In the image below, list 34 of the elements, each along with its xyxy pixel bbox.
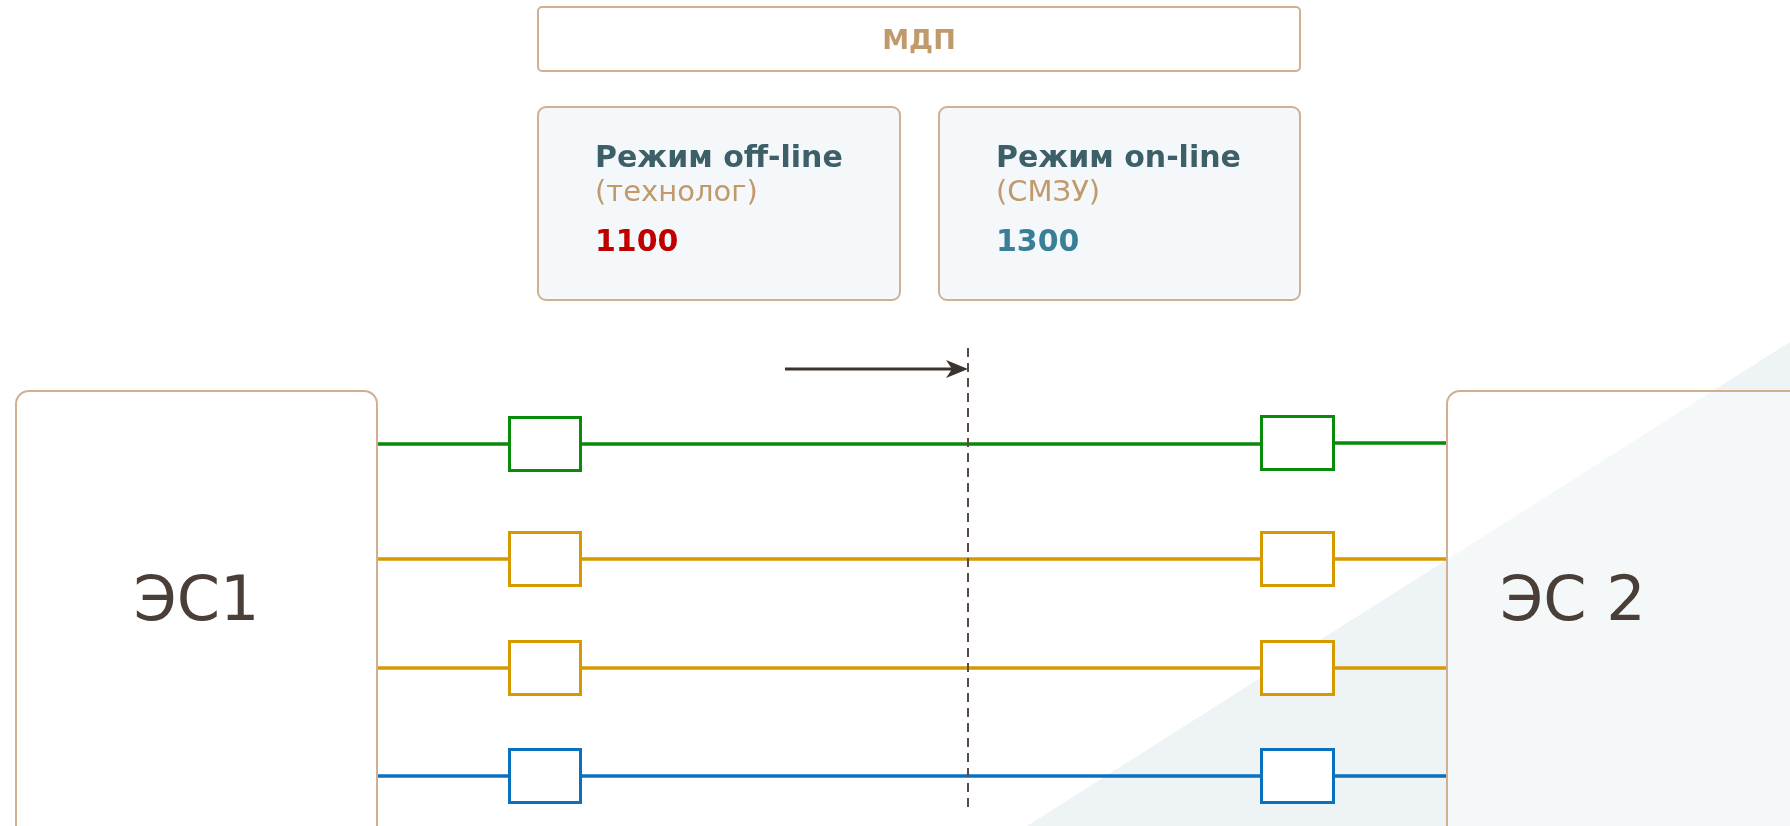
connector-line — [582, 442, 1260, 446]
connector-line — [582, 557, 1260, 561]
block-box — [508, 416, 582, 472]
system-label: ЭС1 — [133, 562, 260, 635]
limit-value: 1100 — [595, 223, 679, 259]
block-box — [508, 531, 582, 587]
connector-line — [1335, 557, 1446, 561]
mode-role: (СМЗУ) — [996, 174, 1101, 208]
block-box — [1260, 415, 1335, 471]
mode-card — [938, 106, 1301, 301]
block-box — [1260, 531, 1335, 587]
mode-role: (технолог) — [595, 174, 758, 208]
title-box — [537, 6, 1301, 72]
connector-line — [1335, 441, 1446, 445]
connector-line — [582, 666, 1260, 670]
connector-line — [1335, 774, 1446, 778]
connector-line — [582, 774, 1260, 778]
block-box — [1260, 748, 1335, 804]
power-system-box — [1446, 390, 1790, 826]
block-box — [508, 748, 582, 804]
power-system-box — [15, 390, 378, 826]
system-label: ЭС 2 — [1500, 562, 1646, 635]
mode-card — [537, 106, 901, 301]
limit-value: 1300 — [996, 223, 1080, 259]
block-box — [508, 640, 582, 696]
connector-line — [1335, 666, 1446, 670]
connector-line — [378, 666, 508, 670]
mode-heading: Режим on-line — [996, 140, 1241, 175]
mode-heading: Режим off-line — [595, 140, 843, 175]
connector-line — [378, 442, 508, 446]
block-box — [1260, 640, 1335, 696]
connector-line — [378, 774, 508, 778]
box-title: МДП — [882, 23, 956, 55]
connector-line — [378, 557, 508, 561]
